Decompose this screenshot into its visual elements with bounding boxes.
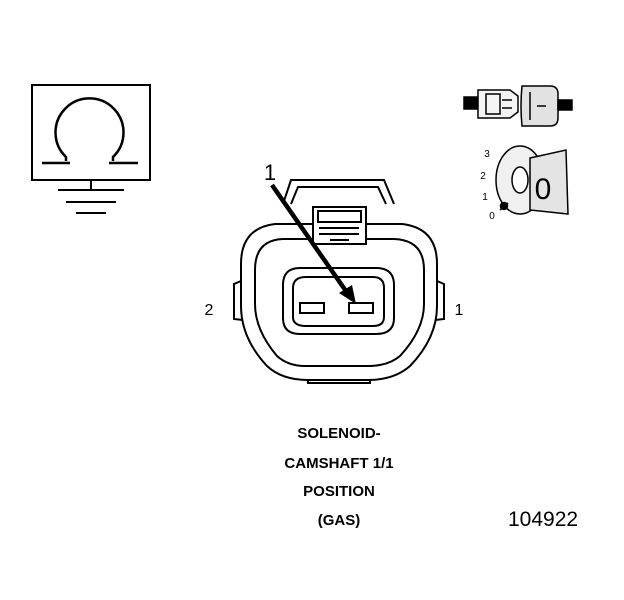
pin-1-terminal: [348, 302, 374, 314]
key-character: 0: [535, 173, 552, 206]
pin-2-label: 2: [205, 302, 214, 319]
callout-arrow: [270, 183, 356, 304]
caption-line-4: (GAS): [317, 512, 361, 529]
connector-latch: [312, 206, 367, 245]
pin-cavity: [282, 267, 395, 335]
connector-housing: [233, 179, 445, 384]
key-position-icon: [495, 145, 569, 215]
key-scale-1: 1: [482, 192, 488, 203]
key-scale-0: 0: [489, 211, 495, 222]
key-scale-2: 2: [480, 171, 486, 182]
caption-line-3: POSITION: [303, 483, 375, 500]
caption-line-1: SOLENOID-: [297, 425, 381, 442]
figure-number: 104922: [508, 508, 579, 531]
pin-2-terminal: [299, 302, 325, 314]
pin-1-label: 1: [455, 302, 464, 319]
callout-number: 1: [264, 160, 276, 185]
key-scale-3: 3: [484, 149, 490, 160]
caption-line-2: CAMSHAFT 1/1: [284, 455, 394, 472]
ohm-ground-symbol-icon: [31, 84, 151, 214]
connector-pair-icon: [463, 85, 573, 127]
